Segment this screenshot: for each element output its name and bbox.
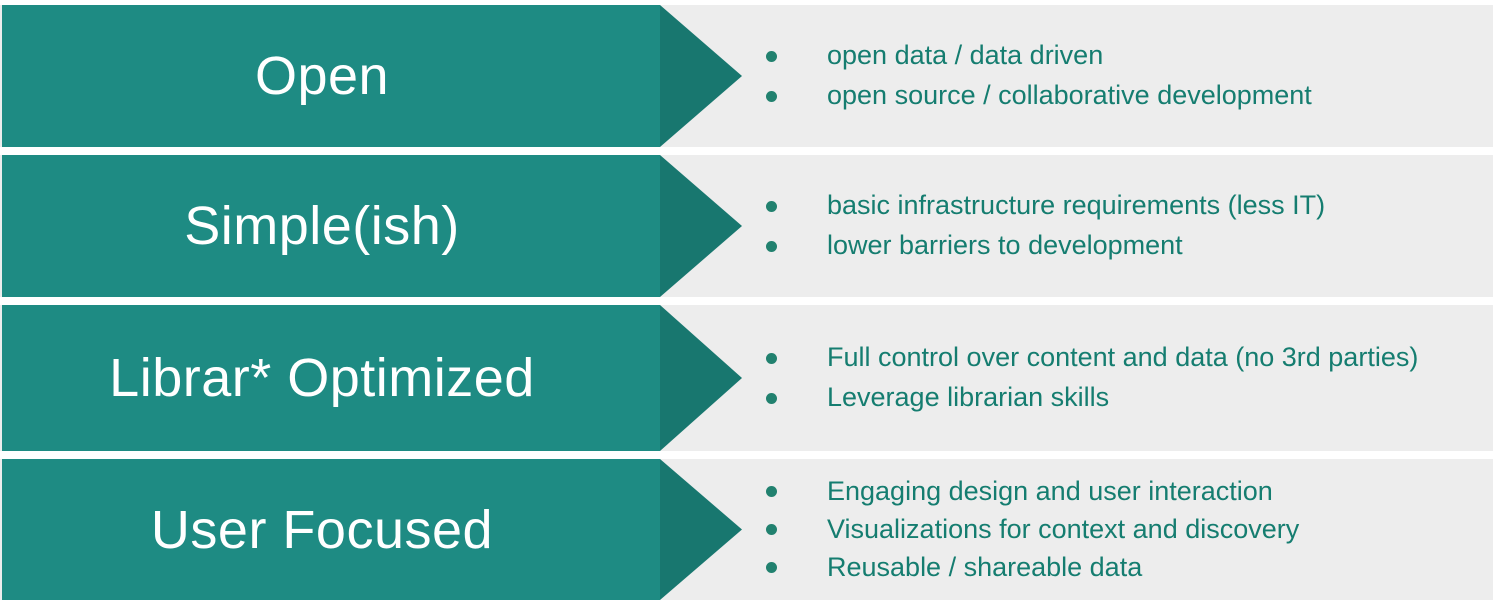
list-item: open data / data driven: [760, 36, 1493, 76]
bullet-dot-icon: [766, 524, 777, 535]
bullet-list: basic infrastructure requirements (less …: [760, 155, 1493, 297]
bullet-text: Visualizations for context and discovery: [827, 513, 1300, 544]
bullet-text: open source / collaborative development: [827, 80, 1312, 111]
list-item: lower barriers to development: [760, 226, 1493, 266]
chevron-row: Simple(ish) basic infrastructure require…: [0, 155, 1503, 297]
bullet-list: Engaging design and user interaction Vis…: [760, 459, 1493, 600]
list-item: Reusable / shareable data: [760, 549, 1493, 587]
bullet-text: Reusable / shareable data: [827, 551, 1143, 582]
chevron-arrow-head: [660, 459, 742, 600]
chevron-body: [2, 305, 660, 451]
chevron-label: Open: [254, 46, 390, 106]
bullet-dot-icon: [766, 562, 777, 573]
chevron-label: User Focused: [150, 499, 494, 560]
chevron-shape-simpleish[interactable]: Simple(ish): [2, 155, 742, 297]
bullet-dot-icon: [766, 486, 777, 497]
chevron-body: [2, 5, 660, 147]
chevron-label: Simple(ish): [184, 196, 460, 256]
chevron-arrow-head: [660, 155, 742, 297]
list-item: Full control over content and data (no 3…: [760, 338, 1493, 378]
list-item: Visualizations for context and discovery: [760, 511, 1493, 549]
chevron-arrow-head: [660, 5, 742, 147]
chevron-body: [2, 459, 660, 600]
bullet-dot-icon: [766, 90, 777, 102]
bullet-list: Full control over content and data (no 3…: [760, 305, 1493, 451]
list-item: Engaging design and user interaction: [760, 473, 1493, 511]
bullet-text: Full control over content and data (no 3…: [827, 342, 1419, 373]
list-item: Leverage librarian skills: [760, 378, 1493, 418]
bullet-dot-icon: [766, 200, 777, 212]
bullet-dot-icon: [766, 392, 777, 404]
bullet-dot-icon: [766, 50, 777, 62]
chevron-row: Open open data / data driven open source…: [0, 5, 1503, 147]
chevron-body: [2, 155, 660, 297]
chevron-row: Librar* Optimized Full control over cont…: [0, 305, 1503, 451]
chevron-row: User Focused Engaging design and user in…: [0, 459, 1503, 600]
list-item: basic infrastructure requirements (less …: [760, 186, 1493, 226]
bullet-list: open data / data driven open source / co…: [760, 5, 1493, 147]
chevron-shape-user-focused[interactable]: User Focused: [2, 459, 742, 600]
bullet-text: Leverage librarian skills: [827, 382, 1110, 413]
chevron-arrow-head: [660, 305, 742, 451]
bullet-dot-icon: [766, 240, 777, 252]
bullet-text: open data / data driven: [827, 40, 1104, 71]
bullet-text: basic infrastructure requirements (less …: [827, 190, 1326, 221]
bullet-dot-icon: [766, 352, 777, 364]
bullet-text: Engaging design and user interaction: [827, 475, 1273, 506]
chevron-shape-librar-optimized[interactable]: Librar* Optimized: [2, 305, 742, 451]
chevron-label: Librar* Optimized: [109, 348, 535, 408]
list-item: open source / collaborative development: [760, 76, 1493, 116]
bullet-text: lower barriers to development: [827, 230, 1183, 261]
chevron-shape-open[interactable]: Open: [2, 5, 742, 147]
